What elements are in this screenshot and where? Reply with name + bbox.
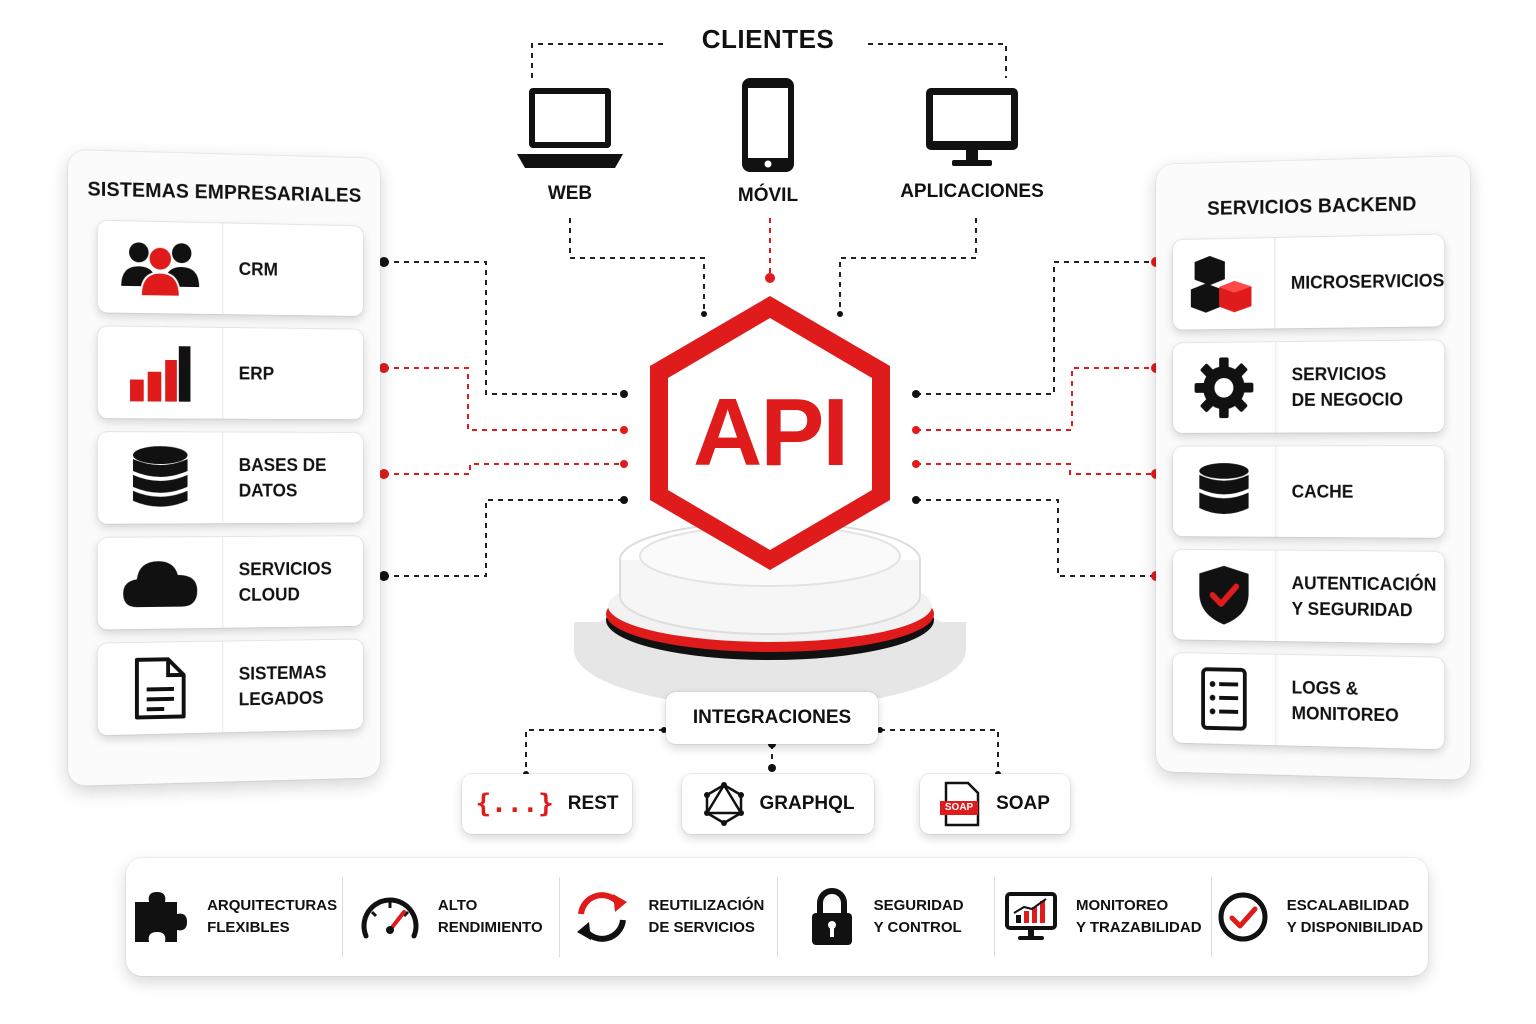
integration-soap[interactable]: SOAP SOAP xyxy=(920,774,1070,834)
feature-monitoring-traceability-label: MONITOREO Y TRAZABILIDAD xyxy=(1075,897,1202,936)
card-auth-security[interactable]: AUTENTICACIÓN Y SEGURIDAD xyxy=(1172,549,1445,644)
padlock-icon xyxy=(811,888,852,945)
client-mobile-label: MÓVIL xyxy=(737,185,799,206)
shield-check-icon xyxy=(1199,565,1249,625)
soap-badge: SOAP xyxy=(944,802,974,813)
feature-flexible-architectures-label: ARQUITECTURAS FLEXIBLES xyxy=(207,897,338,936)
card-cloud[interactable]: SERVICIOS CLOUD xyxy=(97,536,364,630)
feature-security-control: SEGURIDAD Y CONTROL xyxy=(778,877,995,957)
speedometer-icon xyxy=(361,897,419,939)
card-crm[interactable]: CRM xyxy=(97,220,364,317)
feature-high-performance: ALTO RENDIMIENTO xyxy=(343,877,561,957)
smartphone-icon xyxy=(742,78,794,172)
checklist-icon xyxy=(1200,666,1247,732)
card-erp[interactable]: ERP xyxy=(97,326,364,420)
card-microservices[interactable]: MICROSERVICIOS xyxy=(1172,234,1445,330)
puzzle-icon xyxy=(135,892,188,942)
client-mobile[interactable]: MÓVIL xyxy=(688,76,848,207)
cloud-icon xyxy=(123,560,198,608)
api-label: API xyxy=(692,379,849,486)
feature-scalability-availability: ESCALABILIDAD Y DISPONIBILIDAD xyxy=(1212,877,1428,957)
client-web[interactable]: WEB xyxy=(490,84,650,205)
database-icon xyxy=(1199,463,1249,515)
integration-rest[interactable]: {...} REST xyxy=(462,774,632,834)
client-apps-label: APLICACIONES xyxy=(900,181,1044,202)
feature-flexible-architectures: ARQUITECTURAS FLEXIBLES xyxy=(126,877,344,957)
card-databases[interactable]: BASES DE DATOS xyxy=(97,432,364,524)
integrations-title: INTEGRACIONES xyxy=(692,707,852,728)
card-cache[interactable]: CACHE xyxy=(1172,446,1445,538)
enterprise-systems-panel: SISTEMAS EMPRESARIALES CRM ERP xyxy=(68,150,381,786)
feature-monitoring-traceability: MONITOREO Y TRAZABILIDAD xyxy=(995,877,1212,957)
card-business-services[interactable]: SERVICIOS DE NEGOCIO xyxy=(1172,340,1445,433)
integration-graphql-label: GRAPHQL xyxy=(759,793,855,814)
client-apps[interactable]: APLICACIONES xyxy=(892,84,1052,203)
desktop-monitor-icon xyxy=(926,88,1018,166)
integration-soap-label: SOAP xyxy=(996,793,1050,814)
monitor-chart-icon xyxy=(1004,892,1057,940)
check-circle-icon xyxy=(1218,892,1268,942)
curly-braces-icon: {...} xyxy=(475,789,554,819)
backend-services-panel: SERVICIOS BACKEND MICROSERVICIOS xyxy=(1156,156,1470,780)
bar-chart-icon xyxy=(130,346,191,402)
laptop-icon xyxy=(517,88,623,168)
feature-high-performance-label: ALTO RENDIMIENTO xyxy=(437,897,543,936)
gear-icon xyxy=(1194,357,1254,419)
refresh-icon xyxy=(576,892,627,942)
card-legacy[interactable]: SISTEMAS LEGADOS xyxy=(97,639,364,736)
integration-graphql[interactable]: GRAPHQL xyxy=(682,774,874,834)
users-icon xyxy=(121,242,200,299)
clients-title: CLIENTES xyxy=(668,24,868,55)
integration-rest-label: REST xyxy=(567,793,619,814)
integrations-title-box: INTEGRACIONES xyxy=(666,692,878,744)
card-logs[interactable]: LOGS & MONITOREO xyxy=(1172,653,1445,750)
feature-service-reuse-label: REUTILIZACIÓN DE SERVICIOS xyxy=(648,897,765,936)
soap-file-icon: SOAP xyxy=(940,781,982,827)
cubes-icon xyxy=(1190,255,1252,313)
document-icon xyxy=(133,655,188,722)
database-icon xyxy=(132,446,188,507)
feature-service-reuse: REUTILIZACIÓN DE SERVICIOS xyxy=(560,877,778,957)
client-web-label: WEB xyxy=(547,183,593,204)
feature-security-control-label: SEGURIDAD Y CONTROL xyxy=(873,897,964,936)
feature-scalability-availability-label: ESCALABILIDAD Y DISPONIBILIDAD xyxy=(1286,897,1424,936)
graphql-icon xyxy=(703,782,744,826)
features-strip: ARQUITECTURAS FLEXIBLES ALTO RENDIMIENTO… xyxy=(126,858,1428,976)
